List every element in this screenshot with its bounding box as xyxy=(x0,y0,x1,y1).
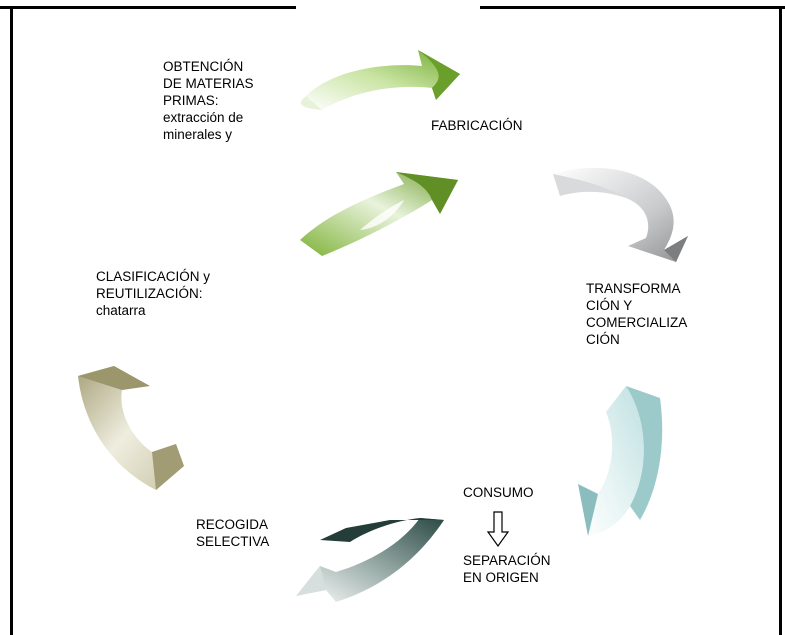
stage-obtencion-label: OBTENCIÓN DE MATERIAS PRIMAS: extracción… xyxy=(163,59,254,142)
frame-top-gap xyxy=(296,6,480,9)
down-arrow-icon xyxy=(486,511,510,548)
stage-clasificacion-label: CLASIFICACIÓN y REUTILIZACIÓN: chatarra xyxy=(96,269,211,318)
arrow-transformacion-to-consumo xyxy=(578,386,663,536)
arrow-clasificacion-to-obtencion xyxy=(300,172,458,256)
stage-separacion-label: SEPARACIÓN EN ORIGEN xyxy=(463,553,551,585)
stage-transformacion-label: TRANSFORMA CIÓN Y COMERCIALIZA CIÓN xyxy=(586,281,688,347)
arrow-recogida-to-clasificacion xyxy=(78,366,184,490)
frame-right-border xyxy=(779,6,782,635)
arrow-fabricacion-to-transformacion xyxy=(553,167,688,262)
stage-consumo-label: CONSUMO xyxy=(463,485,534,500)
frame-left-border xyxy=(10,6,13,635)
stage-fabricacion-label: FABRICACIÓN xyxy=(431,118,523,133)
arrow-consumo-to-recogida xyxy=(296,518,444,602)
arrow-obtencion-to-fabricacion xyxy=(300,50,460,110)
stage-recogida-label: RECOGIDA SELECTIVA xyxy=(196,517,270,549)
